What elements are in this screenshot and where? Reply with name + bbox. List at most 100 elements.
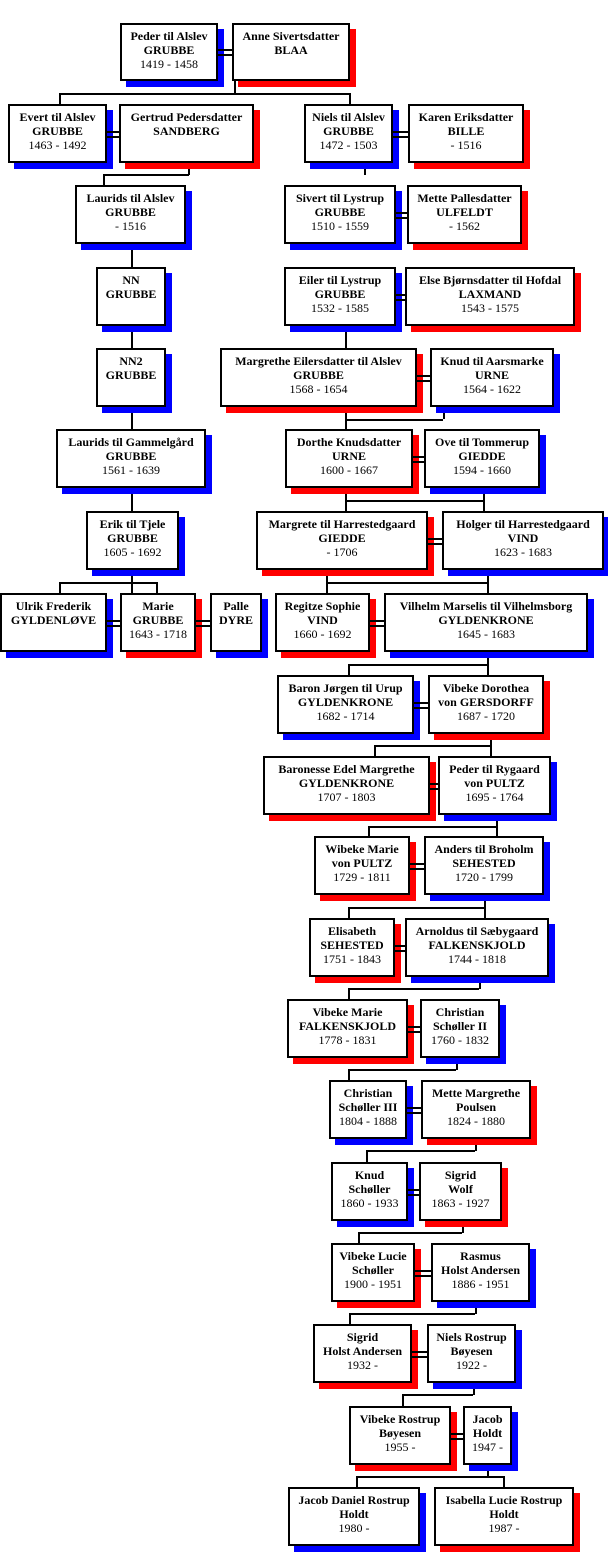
person-family-name: GRUBBE	[105, 368, 157, 382]
person-given-name: Anders til Broholm	[434, 842, 534, 856]
person-dates: 1955 -	[384, 1440, 416, 1454]
person-dates: 1922 -	[456, 1358, 487, 1372]
person-family-name: FALKENSKJOLD	[428, 938, 526, 952]
marriage-connector	[396, 294, 405, 302]
person-family-name: Holdt	[339, 1507, 369, 1521]
person-dates: 1623 - 1683	[494, 545, 552, 559]
person-given-name: Else Bjørnsdatter til Hofdal	[418, 273, 562, 287]
person-given-name: Margrete til Harrestedgaard	[268, 517, 416, 531]
person-given-name: Sigrid	[444, 1168, 477, 1182]
person-given-name: Peder til Rygaard	[449, 762, 540, 776]
marriage-connector	[410, 863, 424, 871]
person-dates: 1778 - 1831	[318, 1033, 377, 1047]
person-family-name: FALKENSKJOLD	[298, 1019, 397, 1033]
person-given-name: Niels Rostrup	[436, 1330, 507, 1344]
person-given-name: Arnoldus til Sæbygaard	[415, 924, 539, 938]
person-family-name: GRUBBE	[314, 287, 366, 301]
person-family-name: LAXMAND	[458, 287, 522, 301]
person-given-name: Holger til Harrestedgaard	[456, 517, 590, 531]
person-family-name: VIND	[307, 613, 338, 627]
person-dates: 1900 - 1951	[344, 1277, 402, 1291]
person-given-name: Wibeke Marie	[325, 842, 399, 856]
person-dates: 1744 - 1818	[448, 952, 506, 966]
person-family-name: GYLDENLØVE	[10, 613, 97, 627]
marriage-connector	[428, 538, 442, 546]
person-family-name: Schøller	[348, 1182, 391, 1196]
person-family-name: Schøller III	[338, 1100, 398, 1114]
person-given-name: Gertrud Pedersdatter	[130, 110, 243, 124]
person-given-name: Sigrid	[346, 1330, 379, 1344]
marriage-connector	[415, 1270, 431, 1278]
person-given-name: Karen Eriksdatter	[418, 110, 514, 124]
person-family-name: Holst Andersen	[322, 1344, 402, 1358]
person-dates: 1564 - 1622	[463, 382, 521, 396]
person-given-name: Vilhelm Marselis til Vilhelmsborg	[399, 599, 573, 613]
person-family-name: GRUBBE	[143, 43, 195, 57]
person-family-name: BLAA	[274, 43, 308, 57]
person-given-name: Ove til Tommerup	[434, 435, 529, 449]
person-dates: 1600 - 1667	[320, 463, 378, 477]
person-given-name: Regitze Sophie	[284, 599, 361, 613]
marriage-connector	[408, 1189, 419, 1197]
person-family-name: GRUBBE	[105, 205, 156, 219]
person-given-name: Jacob Daniel Rostrup	[298, 1493, 410, 1507]
person-given-name: Vibeke Rostrup	[359, 1412, 441, 1426]
person-given-name: Ulrik Frederik	[15, 599, 92, 613]
person-family-name: GYLDENKRONE	[438, 613, 534, 627]
person-dates: - 1516	[115, 219, 146, 233]
person-dates: 1605 - 1692	[103, 545, 162, 559]
person-given-name: Christian	[343, 1086, 393, 1100]
person-given-name: Christian	[435, 1005, 485, 1019]
person-dates: 1824 - 1880	[447, 1114, 505, 1128]
person-family-name: GRUBBE	[105, 287, 157, 301]
person-family-name: Holdt	[472, 1426, 503, 1440]
person-dates: 1419 - 1458	[140, 57, 198, 71]
person-given-name: Evert til Alslev	[19, 110, 96, 124]
marriage-connector	[451, 1433, 463, 1441]
person-dates: 1660 - 1692	[293, 627, 352, 641]
person-given-name: Laurids til Alslev	[86, 191, 175, 205]
person-family-name: SEHESTED	[320, 938, 384, 952]
person-dates: 1463 - 1492	[28, 138, 87, 152]
person-family-name: GYLDENKRONE	[298, 776, 395, 790]
person-given-name: Margrethe Eilersdatter til Alslev	[235, 354, 402, 368]
person-dates: 1720 - 1799	[455, 870, 513, 884]
person-dates: - 1706	[326, 545, 358, 559]
person-given-name: Anne Sivertsdatter	[242, 29, 340, 43]
person-given-name: Rasmus	[460, 1249, 501, 1263]
person-family-name: Wolf	[448, 1182, 473, 1196]
person-given-name: Mette Margrethe	[431, 1086, 521, 1100]
person-given-name: NN2	[119, 354, 143, 368]
person-dates: 1594 - 1660	[453, 463, 511, 477]
person-family-name: GIEDDE	[318, 531, 366, 545]
person-dates: 1687 - 1720	[457, 709, 515, 723]
person-dates: 1886 - 1951	[451, 1277, 510, 1291]
person-given-name: Baron Jørgen til Urup	[288, 681, 403, 695]
